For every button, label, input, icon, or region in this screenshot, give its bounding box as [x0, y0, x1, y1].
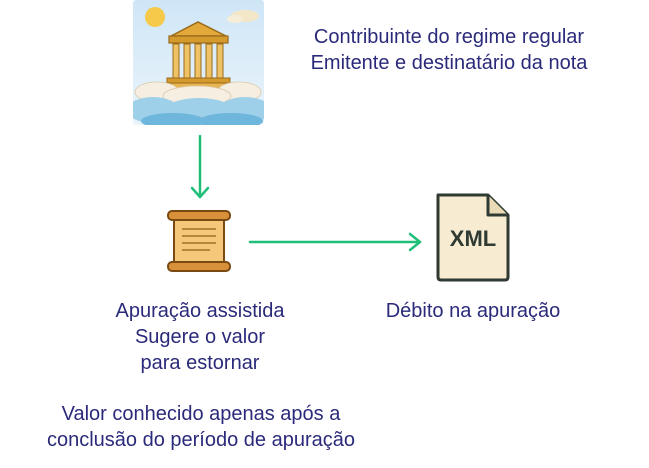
xml-document-icon: XML [436, 193, 510, 282]
taxpayer-line-1: Contribuinte do regime regular [313, 26, 585, 48]
taxpayer-label: Contribuinte do regime regular Emitente … [276, 24, 622, 76]
arrow-down [190, 134, 210, 199]
taxpayer-line-2: Emitente e destinatário da nota [310, 52, 588, 74]
assisted-line-1: Apuração assistida [115, 300, 285, 322]
greek-temple-icon [133, 0, 264, 125]
debit-label: Débito na apuração [385, 300, 561, 322]
note-line-2: conclusão do período de apuração [46, 429, 355, 451]
note-line-1: Valor conhecido apenas após a [61, 403, 341, 425]
assisted-line-2: Sugere o valor [134, 326, 266, 348]
xml-file-label: XML [450, 226, 496, 251]
note-label: Valor conhecido apenas após a conclusão … [4, 401, 398, 453]
arrow-right [248, 232, 422, 252]
assisted-line-3: para estornar [140, 352, 260, 374]
paper-scroll-icon [167, 210, 231, 272]
assisted-label: Apuração assistida Sugere o valor para e… [80, 298, 320, 376]
